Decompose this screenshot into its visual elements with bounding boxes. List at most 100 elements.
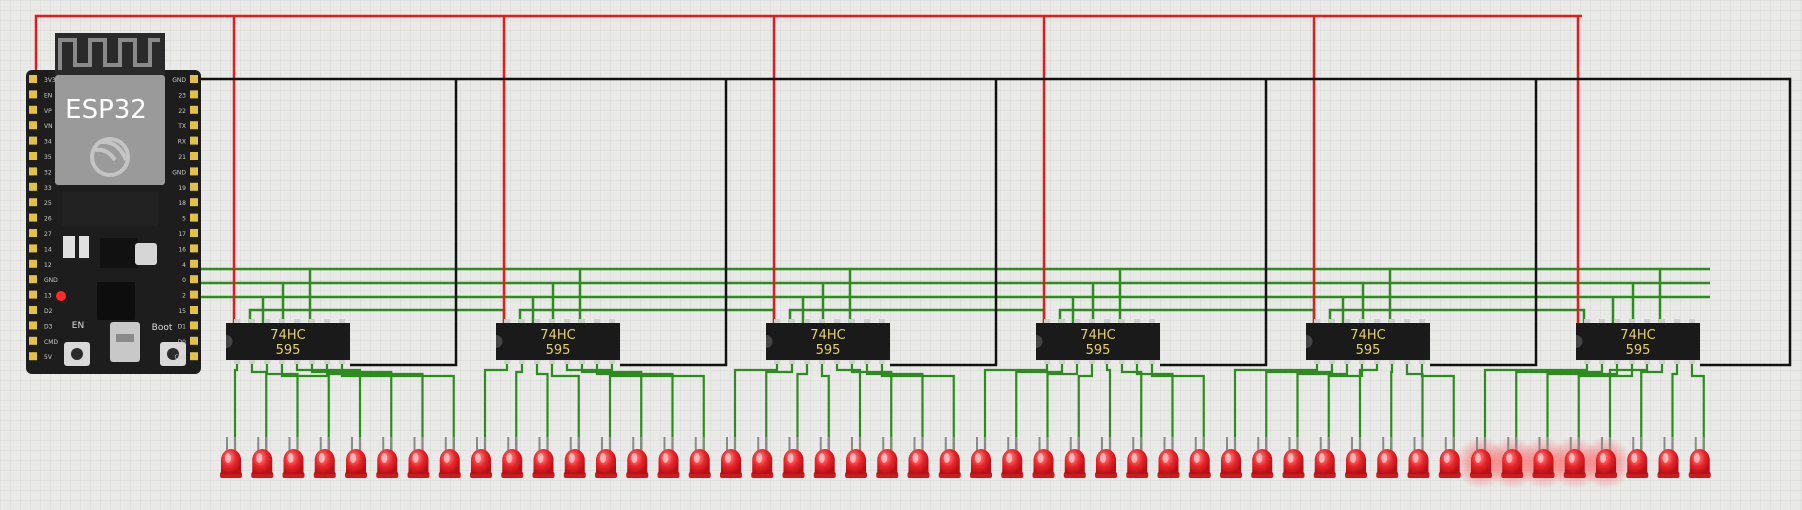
- led[interactable]: [1438, 437, 1461, 478]
- pin-32[interactable]: [29, 167, 37, 176]
- pin-rx[interactable]: [190, 136, 198, 145]
- pin-gnd[interactable]: [190, 75, 198, 83]
- led[interactable]: [845, 437, 867, 478]
- pin-gnd[interactable]: [190, 167, 198, 176]
- led[interactable]: [1126, 437, 1149, 478]
- led-leg: [1444, 437, 1455, 451]
- pin-25[interactable]: [29, 198, 37, 207]
- led[interactable]: [376, 437, 399, 478]
- led[interactable]: [970, 437, 992, 478]
- led[interactable]: [1657, 437, 1680, 478]
- led[interactable]: [1376, 437, 1399, 478]
- led[interactable]: [407, 437, 430, 478]
- led[interactable]: [782, 437, 805, 478]
- pin-5[interactable]: [190, 213, 198, 222]
- pin-d1[interactable]: [190, 321, 198, 330]
- pin-19[interactable]: [190, 182, 198, 191]
- pin-23[interactable]: [190, 90, 198, 99]
- chip-pin: [1584, 359, 1590, 364]
- led[interactable]: [282, 437, 305, 478]
- pin-35[interactable]: [29, 152, 37, 160]
- chip-notch: [1576, 335, 1583, 348]
- led[interactable]: [345, 437, 367, 478]
- pin-13[interactable]: [29, 290, 37, 299]
- pin-21[interactable]: [190, 152, 198, 160]
- pin-d3[interactable]: [29, 321, 37, 330]
- led[interactable]: [438, 437, 461, 478]
- led[interactable]: [1001, 437, 1024, 478]
- pin-3v3[interactable]: [29, 75, 37, 83]
- pin-33[interactable]: [29, 182, 37, 191]
- led[interactable]: [251, 437, 274, 478]
- led[interactable]: [720, 437, 742, 478]
- chip-pin: [324, 359, 330, 364]
- pin-label: 27: [44, 231, 52, 238]
- pin-clk[interactable]: [190, 352, 198, 361]
- pin-gnd[interactable]: [29, 275, 37, 284]
- led[interactable]: [501, 437, 524, 478]
- pin-2[interactable]: [190, 290, 198, 299]
- led[interactable]: [1345, 437, 1367, 478]
- led-signal-wire: [1640, 364, 1664, 453]
- pin-vp[interactable]: [29, 105, 37, 114]
- pin-d0[interactable]: [190, 336, 198, 345]
- led[interactable]: [751, 437, 774, 478]
- led[interactable]: [563, 437, 586, 478]
- pin-vn[interactable]: [29, 121, 37, 130]
- pin-16[interactable]: [190, 244, 198, 253]
- pin-5v[interactable]: [29, 352, 37, 361]
- led[interactable]: [470, 437, 492, 478]
- led[interactable]: [1157, 437, 1180, 478]
- pin-cmd[interactable]: [29, 336, 37, 345]
- led[interactable]: [1282, 437, 1305, 478]
- pin-27[interactable]: [29, 229, 37, 237]
- led[interactable]: [657, 437, 680, 478]
- led-signal-wire: [550, 364, 580, 453]
- led[interactable]: [1032, 437, 1055, 478]
- pin-26[interactable]: [29, 213, 37, 222]
- pin-15[interactable]: [190, 306, 198, 314]
- pin-en[interactable]: [29, 90, 37, 99]
- pin-18[interactable]: [190, 198, 198, 207]
- chip-notch: [496, 335, 503, 348]
- pin-17[interactable]: [190, 229, 198, 237]
- led[interactable]: [1188, 437, 1211, 478]
- led[interactable]: [1063, 437, 1086, 478]
- led[interactable]: [1251, 437, 1274, 478]
- pin-d2[interactable]: [29, 306, 37, 314]
- led[interactable]: [1407, 437, 1430, 478]
- led[interactable]: [626, 437, 649, 478]
- led[interactable]: [813, 437, 836, 478]
- led[interactable]: [1220, 437, 1242, 478]
- led[interactable]: [220, 437, 242, 478]
- led[interactable]: [907, 437, 930, 478]
- pin-34[interactable]: [29, 136, 37, 145]
- led[interactable]: [313, 437, 336, 478]
- led[interactable]: [1688, 437, 1711, 478]
- led[interactable]: [1313, 437, 1336, 478]
- led[interactable]: [1626, 437, 1649, 478]
- esp32-board[interactable]: ESP32 EN Boot 3V3ENVPVN34353233252627141…: [26, 33, 201, 374]
- led[interactable]: [688, 437, 711, 478]
- pin-0[interactable]: [190, 275, 198, 284]
- pin-12[interactable]: [29, 259, 37, 268]
- led-dome: [221, 449, 241, 474]
- led[interactable]: [595, 437, 617, 478]
- led-dome: [1189, 449, 1210, 474]
- led[interactable]: [938, 437, 961, 478]
- led[interactable]: [532, 437, 555, 478]
- led[interactable]: [1095, 437, 1117, 478]
- pin-22[interactable]: [190, 105, 198, 114]
- led[interactable]: [876, 437, 899, 478]
- pin-4[interactable]: [190, 259, 198, 268]
- led-dome: [1314, 449, 1335, 474]
- led[interactable]: [1580, 437, 1632, 489]
- pin-14[interactable]: [29, 244, 37, 253]
- pin-tx[interactable]: [190, 121, 198, 130]
